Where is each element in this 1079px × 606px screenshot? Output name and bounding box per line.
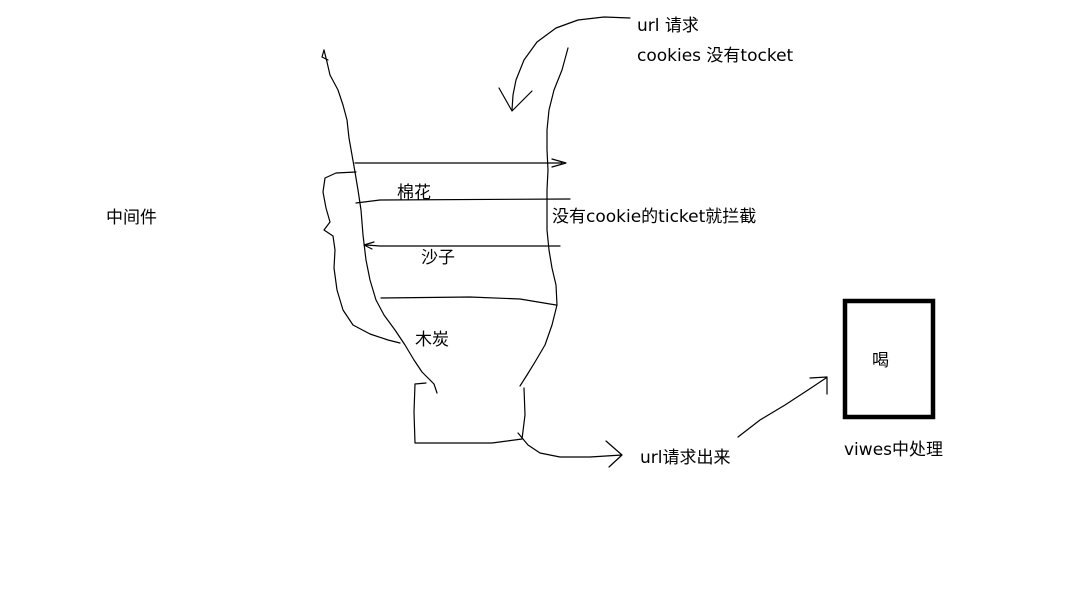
layer-line-sand (363, 241, 561, 250)
intercept-rule-label: 没有cookie的ticket就拦截 (552, 207, 757, 227)
incoming-request-arrow (498, 16, 631, 112)
drink-label: 喝 (872, 351, 889, 371)
charcoal-layer-label: 木炭 (415, 330, 449, 350)
filter-left-wall (323, 49, 438, 394)
sand-layer-label: 沙子 (421, 248, 455, 268)
layer-line-top (354, 158, 567, 168)
filter-right-wall (519, 47, 569, 387)
cotton-layer-label: 棉花 (397, 183, 431, 203)
middleware-bracket (322, 171, 401, 344)
to-views-arrow (737, 376, 828, 438)
cookies-no-ticket-label: cookies 没有tocket (637, 46, 794, 66)
filter-left-tip (321, 49, 329, 61)
outlet-spout (413, 382, 526, 444)
url-out-label: url请求出来 (640, 448, 731, 468)
middleware-label: 中间件 (106, 208, 157, 228)
layer-line-charcoal (380, 296, 557, 306)
url-request-label: url 请求 (637, 16, 699, 36)
views-box (842, 298, 936, 420)
layer-line-cotton (355, 198, 571, 204)
views-label: viwes中处理 (844, 440, 944, 460)
outgoing-request-arrow (517, 432, 623, 468)
